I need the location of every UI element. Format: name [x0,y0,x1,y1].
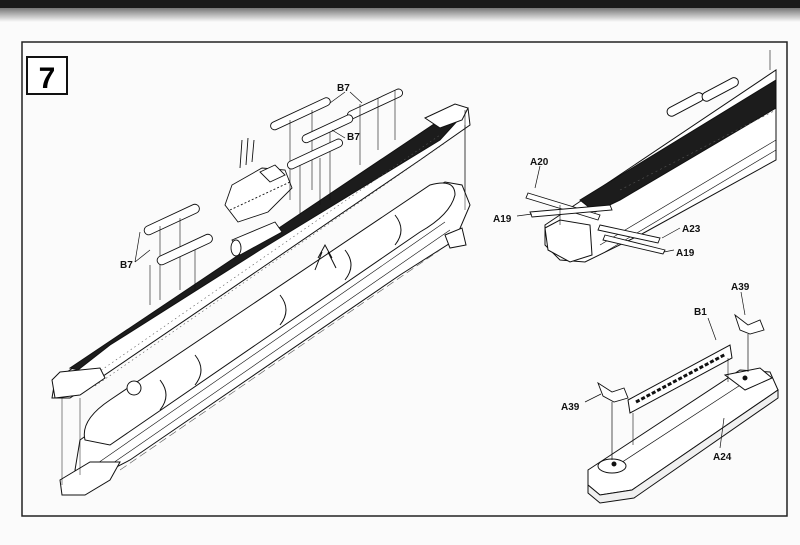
hangar-tube [230,221,283,257]
bow-plane-rods [525,192,666,255]
b7-part-a [346,88,404,165]
page-frame [21,41,788,517]
name-plate-b1 [627,344,733,445]
step-number: 7 [39,62,56,95]
b7-part-d [286,138,344,215]
b7-parts [143,88,466,305]
callout-a20: A20 [530,157,549,168]
conning-tower [224,137,293,223]
callout-a19-left: A19 [493,214,512,225]
callout-b7-mid: B7 [347,132,360,143]
scan-top-border [0,0,800,8]
callout-a23: A23 [682,224,701,235]
step-number-box [26,56,68,95]
alignment-lines [61,125,466,485]
callout-a24: A24 [713,452,732,463]
cradle-a39-right [734,313,765,372]
b7-part-e [143,203,200,300]
b7-part-b [270,97,331,200]
cradle-a39-left [597,381,629,460]
display-stand-base [587,367,779,504]
bow-detail-hull [544,50,777,263]
callout-a39-left: A39 [561,402,580,413]
callout-b7-upper: B7 [337,83,350,94]
callout-a19-right: A19 [676,248,695,259]
callout-a39-right: A39 [731,282,750,293]
lower-hull [59,181,471,496]
a-leaders [516,165,681,253]
callout-b7-left: B7 [120,260,133,271]
callout-b1: B1 [694,307,707,318]
b7-part-f [149,233,213,305]
b7-leaders [134,91,363,263]
stand-leaders [584,291,746,449]
